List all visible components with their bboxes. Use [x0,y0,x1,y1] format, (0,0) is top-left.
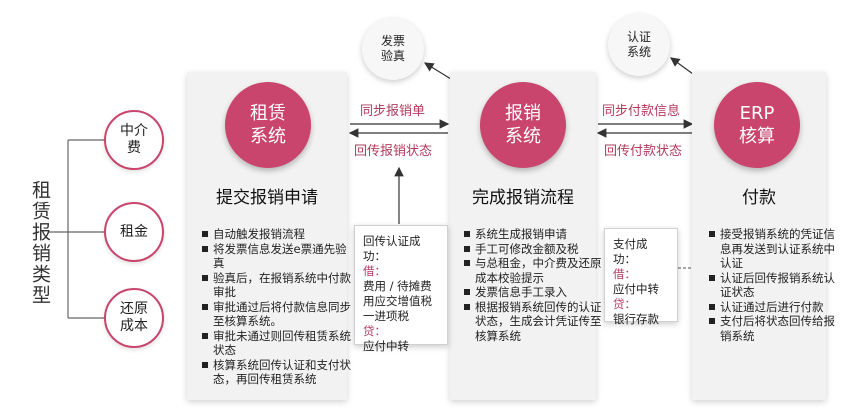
list-item: 手工可修改金额及税 [464,242,607,257]
verify-label: 认证 [626,30,651,44]
list-item: 核算系统回传认证和支付状态，再回传租赁系统 [202,357,351,386]
list-item: 验真后，在报销系统中付款审批 [202,270,351,299]
lease-steps: 自动触发报销流程 将发票信息发送e票通先验真 验真后，在报销系统中付款审批 审批… [199,227,353,387]
list-item: 认证后回传报销系统认证状态 [709,270,835,299]
list-item: 审批未通过则回传租赁系统状态 [202,328,351,357]
type-label: 费 [127,140,141,156]
list-item: 审批通过后将付款信息同步至核算系统。 [202,299,351,328]
verify-label: 系统 [626,45,651,59]
note-title: 回传认证成功： [363,234,421,263]
type-label: 租金 [120,223,148,240]
list-item: 认证通过后进行付款 [709,300,836,315]
cert-success-note: 回传认证成功： 借： 费用 / 待摊费用应交增值税一进项税 贷： 应付中转 [354,225,448,353]
lease-heading: 提交报销申请 [216,188,318,208]
type-bracket [48,139,104,319]
type-label: 还原 [120,301,148,317]
debit-value: 应付中转 [613,282,659,296]
invoice-verify-node: 发票验真 [362,18,424,80]
system-label: 核算 [739,126,775,147]
list-item: 将发票信息发送e票通先验真 [202,242,353,271]
credit-value: 应付中转 [363,339,409,353]
root-label: 租赁报销类型 [29,180,51,306]
list-item: 与总租金，中介费及还原成本校验提示 [464,256,607,285]
list-item: 自动触发报销流程 [202,227,353,242]
list-item: 系统生成报销申请 [464,227,607,242]
list-item: 根据报销系统回传的认证状态，生成会计凭证传至核算系统 [464,300,607,344]
debit-label: 借： [613,267,636,281]
credit-label: 贷： [613,297,636,311]
credit-value: 银行存款 [613,312,659,326]
sync-expense-label: 同步报销单 [360,104,426,119]
debit-value: 费用 / 待摊费用应交增值税一进项税 [363,279,432,323]
list-item: 发票信息手工录入 [464,285,607,300]
erp-steps: 接受报销系统的凭证信息再发送到认证系统中认证 认证后回传报销系统认证状态 认证通… [706,227,836,343]
system-label: 系统 [505,126,541,147]
return-payment-label: 回传付款状态 [604,144,683,159]
cert-system-node: 认证系统 [608,14,670,76]
erp-heading: 付款 [742,188,776,208]
payment-success-note: 支付成功： 借： 应付中转 贷： 银行存款 [604,228,678,326]
return-expense-label: 回传报销状态 [354,144,433,159]
system-label: ERP [739,103,775,124]
verify-label: 验真 [380,49,405,63]
note-title: 支付成功： [613,237,648,266]
credit-label: 贷： [363,324,386,338]
system-label: 系统 [250,126,286,147]
system-label: 报销 [505,103,541,124]
type-agency-fee: 中介费 [104,110,164,170]
expense-system-node: 报销系统 [480,82,566,168]
expense-heading: 完成报销流程 [472,188,574,208]
verify-label: 发票 [380,34,405,48]
type-label: 中介 [120,123,148,139]
debit-label: 借： [363,264,386,278]
sync-payment-label: 同步付款信息 [602,104,681,119]
expense-steps: 系统生成报销申请 手工可修改金额及税 与总租金，中介费及还原成本校验提示 发票信… [461,227,607,343]
system-label: 租赁 [250,103,286,124]
type-restored-cost: 还原成本 [104,288,164,348]
lease-system-node: 租赁系统 [225,82,311,168]
type-rent: 租金 [104,202,164,262]
list-item: 支付后将状态回传给报销系统 [709,314,835,343]
type-label: 成本 [120,318,148,334]
list-item: 接受报销系统的凭证信息再发送到认证系统中认证 [709,227,835,270]
